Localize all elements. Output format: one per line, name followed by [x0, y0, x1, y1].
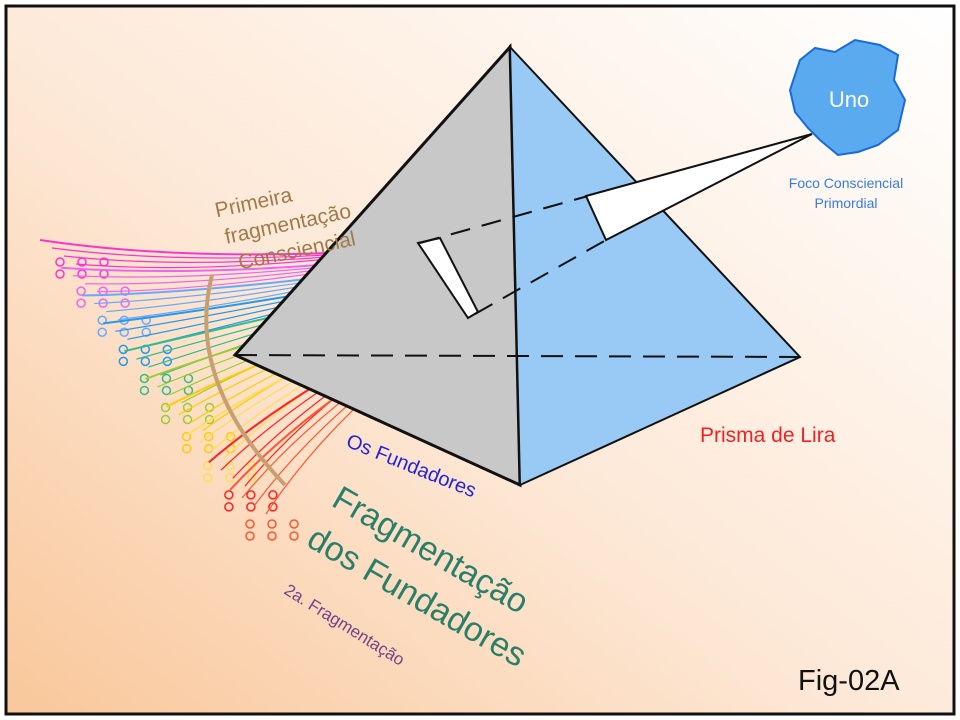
foco-label-line1: Foco Consciencial — [789, 175, 903, 191]
figure-number: Fig-02A — [798, 665, 900, 697]
fragmentation-arc — [204, 274, 287, 487]
fragment-dot — [140, 356, 151, 367]
fragment-dot — [161, 385, 172, 396]
fragment-dot — [246, 502, 256, 512]
fragment-dot — [204, 414, 215, 425]
fragment-dot — [160, 402, 171, 413]
fragment-dot — [245, 519, 255, 529]
fragment-dot — [97, 315, 107, 325]
fragment-dot — [119, 327, 129, 337]
fragment-dot — [76, 286, 86, 296]
fragment-dot — [76, 298, 86, 308]
fragment-dot — [245, 531, 255, 541]
fragment-dot — [55, 269, 65, 279]
fragment-dot — [120, 286, 130, 296]
fragment-dot — [268, 490, 278, 500]
fragment-dot — [267, 531, 277, 541]
uno-cloud-shape — [788, 38, 907, 157]
prisma-de-lira-label: Prisma de Lira — [700, 424, 836, 447]
fragment-dot — [289, 519, 299, 529]
fragment-dot — [97, 327, 107, 337]
fragment-dot — [181, 443, 192, 454]
fragment-dot — [160, 414, 171, 425]
fragment-dot — [118, 344, 129, 355]
fragment-dot — [161, 373, 172, 384]
fragment-dot — [77, 257, 87, 267]
fragment-dot — [224, 490, 234, 500]
fragment-dot — [224, 502, 234, 512]
light-beam — [584, 133, 813, 242]
fragment-dot — [139, 385, 150, 396]
fragment-dot — [182, 414, 193, 425]
fragment-dot — [141, 315, 151, 325]
fragment-dot — [162, 356, 173, 367]
fragment-dot — [247, 461, 257, 471]
fragment-dot — [141, 327, 151, 337]
fragment-dot — [246, 490, 256, 500]
beam-dashed-bottom — [474, 239, 607, 315]
fragment-dot — [289, 531, 299, 541]
fragment-dot — [120, 298, 130, 308]
fragment-dot — [225, 431, 236, 442]
fragment-dot — [247, 473, 257, 483]
fragment-dot — [99, 257, 109, 267]
fragment-dot — [118, 356, 129, 367]
fragment-dot — [267, 519, 277, 529]
fragment-dot — [203, 443, 214, 454]
uno-label: Uno — [829, 87, 869, 112]
fragment-dot — [55, 257, 65, 267]
fragment-dot — [203, 473, 213, 483]
fragment-dot — [203, 431, 214, 442]
foco-label-line2: Primordial — [814, 195, 877, 211]
fragment-dot — [181, 431, 192, 442]
pyramid-hidden-edge — [234, 354, 801, 358]
fragment-dot — [203, 461, 213, 471]
beam-dashed-top — [419, 195, 589, 244]
